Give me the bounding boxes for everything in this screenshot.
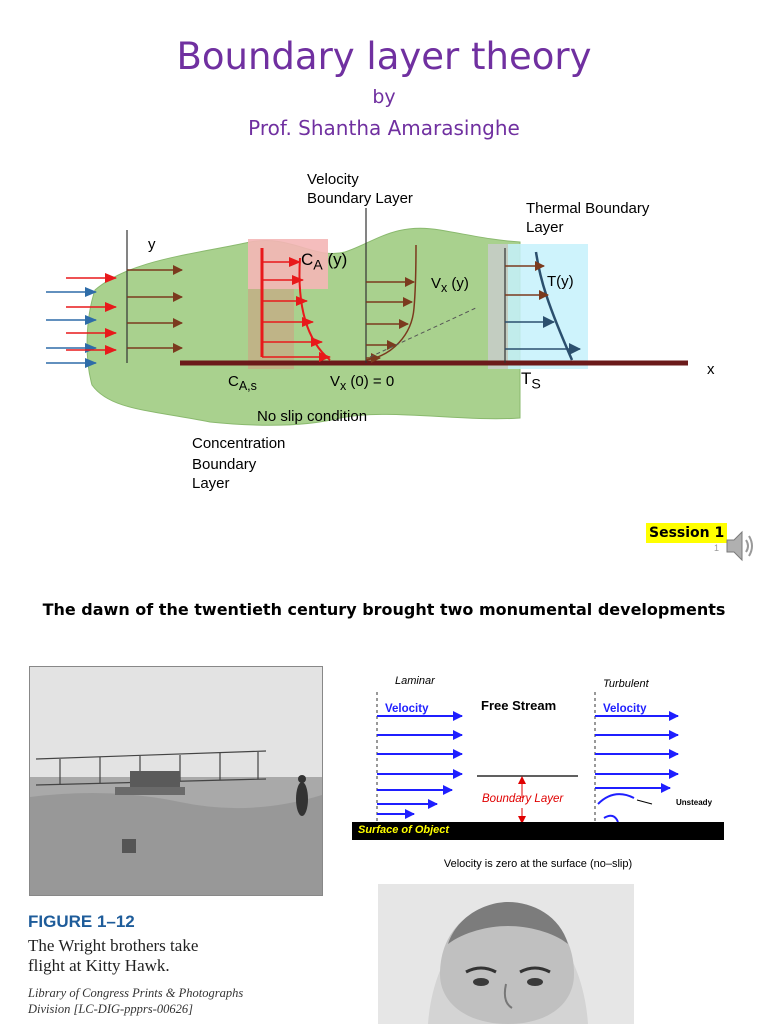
ca-y-label: CA (y) [301, 250, 348, 274]
velocity-profile [365, 208, 479, 363]
speaker-icon[interactable] [724, 526, 758, 566]
unsteady-label: Unsteady [676, 798, 713, 807]
t-y-label: T(y) [547, 273, 574, 290]
concentration-label-1: Concentration [192, 435, 286, 452]
wright-brothers-photo [29, 666, 323, 896]
concentration-region-lower [248, 289, 294, 369]
author-name: Prof. Shantha Amarasinghe [248, 116, 520, 140]
cas-label: CA,s [228, 373, 257, 393]
concentration-label-3: Layer [192, 475, 230, 492]
session-badge: Session 1 [646, 523, 728, 543]
vx0-label: Vx (0) = 0 [330, 373, 395, 393]
no-slip-label: No slip condition [257, 408, 368, 425]
figure-caption: The Wright brothers take flight at Kitty… [28, 936, 199, 975]
y-axis-label: y [148, 236, 156, 253]
figure-number: FIGURE 1–12 [28, 912, 135, 931]
slide-number: 1 [714, 543, 720, 553]
turbulent-label: Turbulent [603, 678, 649, 690]
x-axis-label: x [707, 361, 715, 378]
figure-credit: Library of Congress Prints & Photographs… [28, 986, 244, 1016]
velocity-right-label: Velocity [603, 703, 647, 715]
concentration-profile [260, 248, 331, 362]
velocity-layer-label-2: Boundary Layer [307, 190, 413, 207]
laminar-label: Laminar [395, 675, 435, 687]
prandtl-portrait [378, 884, 634, 1024]
velocity-layer-label-1: Velocity [307, 171, 359, 188]
boundary-layer-label: Boundary Layer [482, 793, 564, 805]
no-slip-caption: Velocity is zero at the surface (no–slip… [443, 858, 633, 870]
free-stream-label: Free Stream [481, 698, 557, 713]
concentration-label-2: Boundary [192, 456, 257, 473]
thermal-layer-label-1: Thermal Boundary [526, 200, 650, 217]
vx-y-label: Vx (y) [431, 275, 469, 295]
title-by: by [372, 86, 396, 108]
surface-label: Surface of Object [358, 824, 450, 836]
boundary-layer-diagram [46, 208, 688, 426]
thermal-layer-label-2: Layer [526, 219, 564, 236]
uniform-velocity-profile [126, 230, 183, 363]
slide-title: Boundary layer theory [176, 35, 592, 78]
incoming-arrows [46, 273, 117, 368]
velocity-left-label: Velocity [385, 703, 429, 715]
thermal-profile [504, 248, 581, 363]
ts-label: TS [521, 369, 541, 393]
laminar-turbulent-diagram [352, 692, 724, 840]
slide2-heading: The dawn of the twentieth century brough… [42, 600, 726, 619]
